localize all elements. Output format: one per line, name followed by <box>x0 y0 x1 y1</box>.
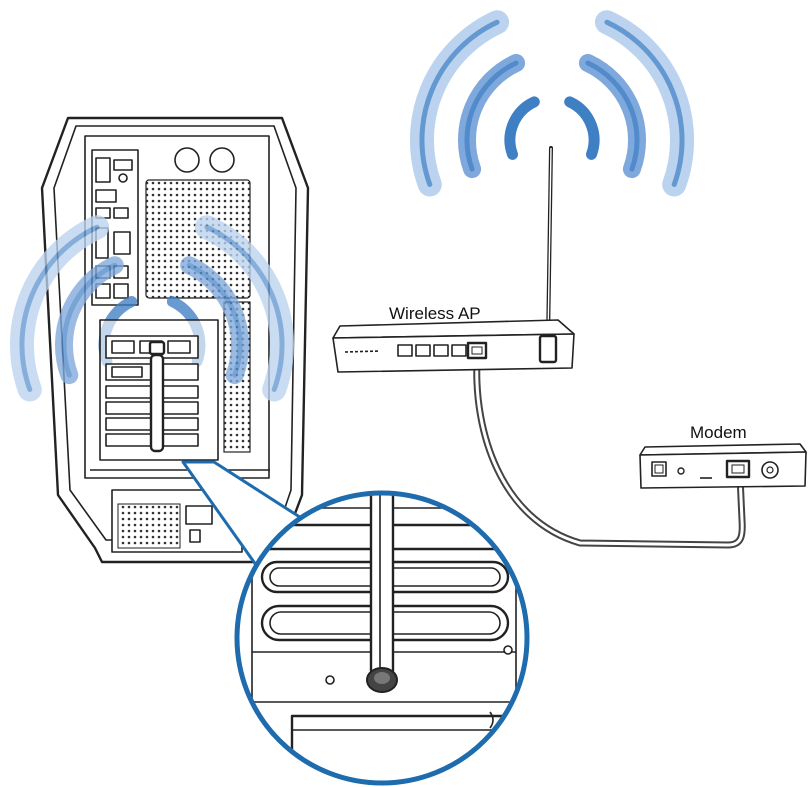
zoom-screw <box>503 645 513 655</box>
router-signal-arc-inner-left <box>504 96 540 160</box>
zoom-screw <box>325 675 335 685</box>
router-wifi-signal-icon <box>409 10 695 197</box>
usb-port <box>113 159 133 171</box>
usb-port <box>113 283 129 299</box>
lan-port <box>95 189 117 203</box>
router-signal-arc-outer-left-core <box>419 19 500 187</box>
watercooling-hole-right <box>209 147 235 173</box>
modem-power-port <box>651 461 667 477</box>
router-wan-port <box>466 341 488 360</box>
fan-grille <box>145 179 251 299</box>
router-lan-port <box>451 344 467 357</box>
usb-port <box>95 157 111 183</box>
usb-port <box>113 207 129 219</box>
modem-label: Modem <box>690 423 747 442</box>
router-lan-port <box>415 344 431 357</box>
zoom-antenna <box>366 495 398 693</box>
psu-grille <box>117 503 181 549</box>
pc-antenna <box>148 340 166 453</box>
modem: Modem <box>639 423 807 489</box>
router-signal-arc-mid-right-core <box>585 60 640 172</box>
router-signal-arc-mid-left-core <box>464 60 519 172</box>
router-lan-ports <box>344 344 467 357</box>
router-lan-port <box>397 344 413 357</box>
audio-jack <box>118 173 128 183</box>
wireless-ap-label: Wireless AP <box>389 304 481 323</box>
power-socket <box>185 505 213 525</box>
video-port <box>113 231 131 255</box>
router-lan-port <box>433 344 449 357</box>
zoom-ring <box>234 490 530 786</box>
wireless-ap: Wireless AP <box>332 146 575 373</box>
modem-wan-port <box>725 459 751 479</box>
router-signal-arc-inner-right <box>564 96 600 160</box>
usb-port <box>95 283 111 299</box>
router-antenna-base <box>538 334 558 364</box>
power-switch <box>189 529 201 543</box>
modem-front-face <box>639 451 807 489</box>
modem-coax-port <box>761 461 779 479</box>
router-signal-arc-outer-right-core <box>604 19 685 187</box>
modem-button <box>677 467 685 475</box>
ethernet-cable <box>473 358 746 549</box>
watercooling-hole-left <box>174 147 200 173</box>
